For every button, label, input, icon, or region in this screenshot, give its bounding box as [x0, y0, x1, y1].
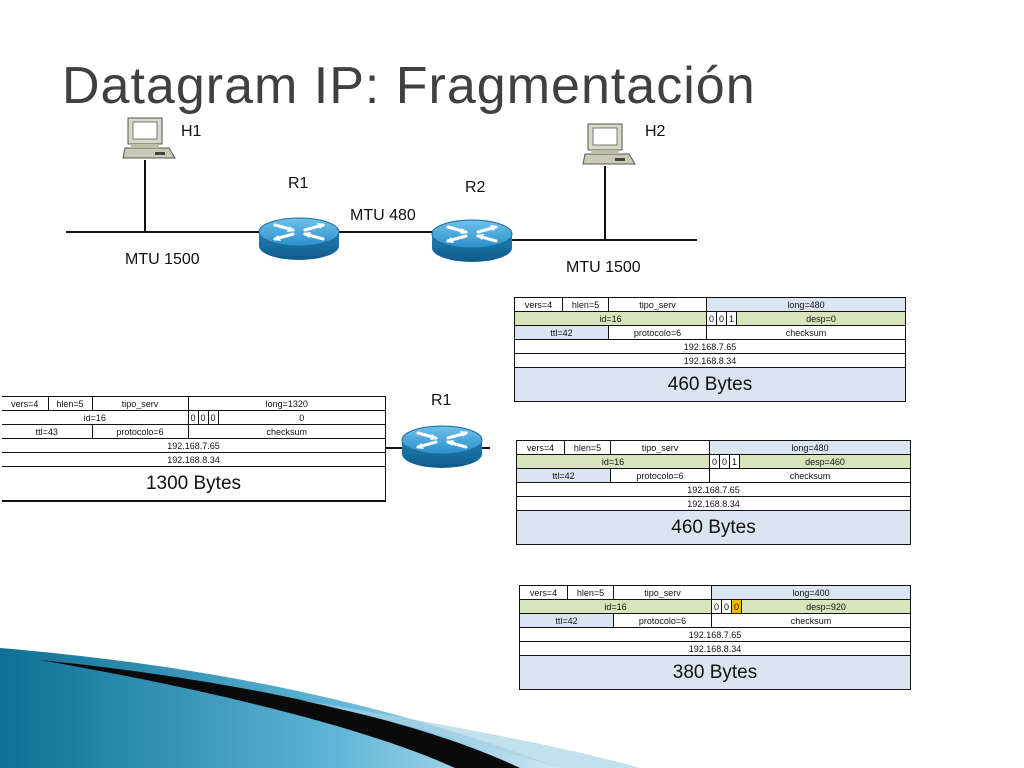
tipo-serv-cell: tipo_serv	[610, 440, 710, 455]
id-cell: id=16	[2, 410, 189, 425]
long-cell: long=1320	[188, 396, 386, 411]
protocol-cell: protocolo=6	[610, 468, 710, 483]
long-cell: long=480	[709, 440, 911, 455]
flag-cell: 0	[721, 599, 732, 614]
ttl-cell: ttl=42	[519, 613, 614, 628]
source-ip-cell: 192.168.7.65	[2, 438, 386, 453]
flag-cell: 1	[729, 454, 740, 469]
router-r1-lower-label: R1	[431, 392, 452, 409]
router-r1-label: R1	[288, 175, 309, 192]
more-fragments-flag-cell: 0	[731, 599, 742, 614]
protocol-cell: protocolo=6	[92, 424, 189, 439]
header-row-1: vers=4 hlen=5 tipo_serv long=1320	[2, 396, 386, 411]
flag-cell: 0	[188, 410, 199, 425]
protocol-cell: protocolo=6	[613, 613, 712, 628]
hlen-cell: hlen=5	[562, 297, 609, 312]
mtu-left-label: MTU 1500	[125, 251, 200, 268]
checksum-cell: checksum	[188, 424, 386, 439]
header-row-4: 192.168.7.65	[2, 438, 386, 453]
fragment-2: vers=4 hlen=5 tipo_serv long=480 id=16 0…	[516, 440, 911, 545]
source-ip-cell: 192.168.7.65	[514, 339, 906, 354]
hlen-cell: hlen=5	[564, 440, 611, 455]
source-ip-cell: 192.168.7.65	[516, 482, 911, 497]
long-cell: long=400	[711, 585, 911, 600]
offset-cell: 0	[218, 410, 386, 425]
tipo-serv-cell: tipo_serv	[608, 297, 707, 312]
mtu-right-label: MTU 1500	[566, 259, 641, 276]
flag-cell: 0	[709, 454, 720, 469]
ttl-cell: ttl=42	[514, 325, 609, 340]
original-datagram: vers=4 hlen=5 tipo_serv long=1320 id=16 …	[2, 396, 386, 502]
checksum-cell: checksum	[709, 468, 911, 483]
offset-cell: desp=0	[736, 311, 906, 326]
payload-cell: 1300 Bytes	[2, 466, 386, 502]
tipo-serv-cell: tipo_serv	[92, 396, 189, 411]
ttl-cell: ttl=42	[516, 468, 611, 483]
protocol-cell: protocolo=6	[608, 325, 707, 340]
header-row-5: 192.168.8.34	[2, 452, 386, 467]
slide-title: Datagram IP: Fragmentación	[62, 57, 756, 115]
flag-cell: 0	[198, 410, 209, 425]
payload-cell: 460 Bytes	[514, 367, 906, 402]
checksum-cell: checksum	[711, 613, 911, 628]
dest-ip-cell: 192.168.8.34	[514, 353, 906, 368]
flag-cell: 0	[719, 454, 730, 469]
tipo-serv-cell: tipo_serv	[613, 585, 712, 600]
router-icon	[258, 217, 340, 260]
dest-ip-cell: 192.168.8.34	[2, 452, 386, 467]
fragment-1: vers=4 hlen=5 tipo_serv long=480 id=16 0…	[514, 297, 906, 402]
payload-cell: 380 Bytes	[519, 655, 911, 690]
offset-cell: desp=920	[741, 599, 911, 614]
hlen-cell: hlen=5	[567, 585, 614, 600]
mtu-middle-label: MTU 480	[350, 207, 416, 224]
id-cell: id=16	[514, 311, 707, 326]
long-cell: long=480	[706, 297, 906, 312]
fragment-3: vers=4 hlen=5 tipo_serv long=400 id=16 0…	[519, 585, 911, 690]
ttl-cell: ttl=43	[2, 424, 93, 439]
vers-cell: vers=4	[514, 297, 563, 312]
header-row-3: ttl=43 protocolo=6 checksum	[2, 424, 386, 439]
computer-icon	[122, 117, 176, 159]
flag-cell: 0	[208, 410, 219, 425]
id-cell: id=16	[516, 454, 710, 469]
header-row-2: id=16 0 0 0 0	[2, 410, 386, 425]
dest-ip-cell: 192.168.8.34	[519, 641, 911, 656]
flag-cell: 1	[726, 311, 737, 326]
dest-ip-cell: 192.168.8.34	[516, 496, 911, 511]
flag-cell: 0	[716, 311, 727, 326]
id-cell: id=16	[519, 599, 712, 614]
checksum-cell: checksum	[706, 325, 906, 340]
offset-cell: desp=460	[739, 454, 911, 469]
flag-cell: 0	[711, 599, 722, 614]
router-r2-label: R2	[465, 179, 486, 196]
flag-cell: 0	[706, 311, 717, 326]
payload-row: 1300 Bytes	[2, 466, 386, 502]
source-ip-cell: 192.168.7.65	[519, 627, 911, 642]
computer-icon	[582, 123, 636, 165]
decorative-swoosh	[0, 648, 640, 768]
vers-cell: vers=4	[519, 585, 568, 600]
vers-cell: vers=4	[516, 440, 565, 455]
vers-cell: vers=4	[2, 396, 49, 411]
hlen-cell: hlen=5	[48, 396, 93, 411]
router-icon	[401, 425, 483, 468]
payload-cell: 460 Bytes	[516, 510, 911, 545]
host-h1-label: H1	[181, 123, 202, 140]
router-icon	[431, 219, 513, 262]
host-h2-label: H2	[645, 123, 666, 140]
